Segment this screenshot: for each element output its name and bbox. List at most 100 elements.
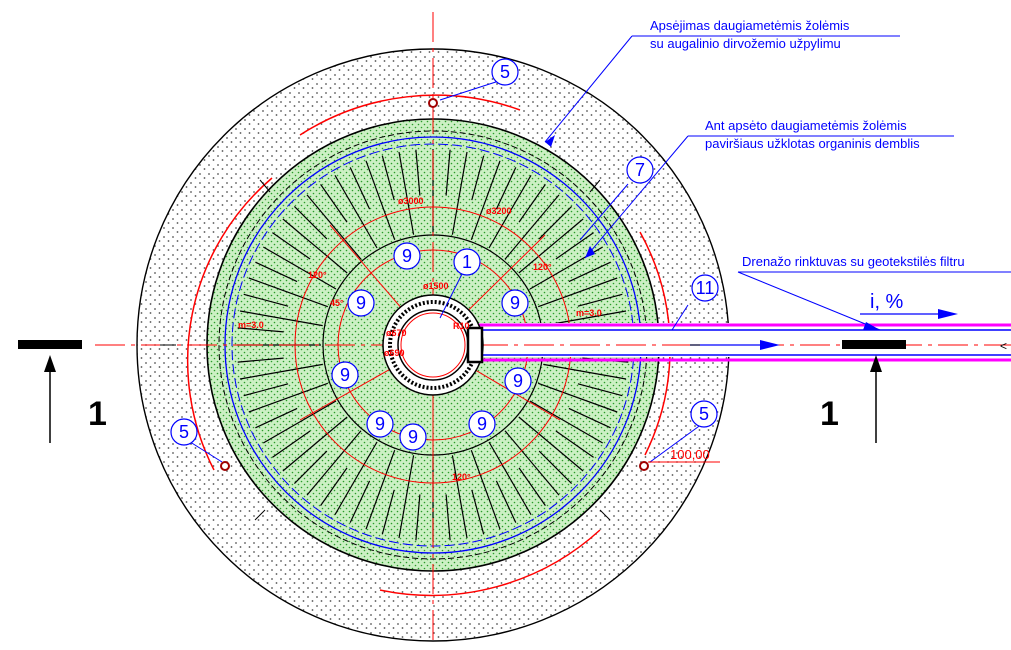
- hatch-line: [293, 450, 328, 485]
- hatch-line: [495, 480, 517, 523]
- hatch-line: [543, 363, 627, 380]
- dim-670: ø670: [386, 328, 407, 338]
- hatch-line: [577, 383, 623, 397]
- hatch-line: [555, 232, 594, 260]
- bubble-9-b: 9: [347, 289, 375, 317]
- hatch-line: [237, 357, 284, 363]
- hatch-line: [239, 363, 323, 380]
- well-outlet: [466, 326, 484, 364]
- svg-text:9: 9: [513, 371, 523, 391]
- pipe-arrowhead-1: [760, 340, 780, 350]
- hatch-line: [262, 246, 337, 290]
- drain-pipe: [478, 323, 1011, 357]
- hatch-line: [398, 455, 415, 539]
- hatch-line: [255, 407, 298, 429]
- svg-text:1: 1: [462, 252, 472, 272]
- elevation-label: 100,00: [670, 447, 710, 462]
- slope-m-right: m=3.0: [576, 308, 602, 318]
- svg-text:5: 5: [500, 62, 510, 82]
- angle-120-left: 120°: [308, 270, 327, 280]
- hatch-line: [237, 327, 284, 333]
- marker-top: [428, 98, 438, 108]
- dim-1500: ø1500: [423, 281, 449, 291]
- callout-seeding-line1: Apsėjimas daugiametėmis žolėmis: [650, 18, 850, 33]
- bubble-5-left: 5: [170, 418, 198, 446]
- dim-690: ø690: [384, 348, 405, 358]
- svg-text:9: 9: [402, 246, 412, 266]
- hatch-line: [255, 261, 298, 283]
- bubble-11: 11: [691, 274, 719, 302]
- hatch-line: [471, 155, 485, 201]
- hatch-line: [538, 205, 573, 240]
- hatch-line: [243, 383, 289, 397]
- hatch-line: [272, 430, 311, 458]
- hatch-line: [248, 382, 329, 413]
- angle-120-bottom: 120°: [452, 472, 471, 482]
- hatch-line: [398, 151, 415, 235]
- hatch-line: [518, 184, 546, 223]
- hatch-line: [495, 167, 517, 210]
- bubble-5-top: 5: [491, 58, 519, 86]
- bubble-9-a: 9: [393, 242, 421, 270]
- marker-right: [639, 461, 649, 471]
- svg-text:5: 5: [699, 404, 709, 424]
- hatch-line: [306, 430, 362, 496]
- hatch-line: [243, 293, 289, 307]
- red-arc-top: [299, 94, 521, 136]
- hatch-line: [488, 441, 532, 516]
- hatch-line: [488, 174, 532, 249]
- leader-arrow-2: [585, 246, 595, 258]
- hatch-line: [451, 151, 468, 235]
- hatch-line: [568, 407, 611, 429]
- bubble-9-c: 9: [501, 289, 529, 317]
- hatch-line: [365, 449, 396, 530]
- red-arc-left: [186, 177, 273, 471]
- section-label-right: 1: [820, 395, 839, 433]
- bubble-9-g: 9: [399, 423, 427, 451]
- bubble-9-f: 9: [366, 410, 394, 438]
- slope-label: i, %: [870, 291, 904, 313]
- angle-120-right: 120°: [533, 262, 552, 272]
- svg-text:9: 9: [356, 293, 366, 313]
- hatch-line: [470, 160, 501, 241]
- hatch-line: [334, 174, 378, 249]
- svg-text:9: 9: [510, 293, 520, 313]
- hatch-line: [504, 194, 560, 260]
- bubble-9-e: 9: [504, 367, 532, 395]
- svg-text:9: 9: [408, 427, 418, 447]
- section-marker-right: [842, 340, 906, 443]
- hatch-line: [334, 441, 378, 516]
- hatch-line: [451, 455, 468, 539]
- hatch-line: [529, 400, 604, 444]
- bubble-1: 1: [453, 248, 481, 276]
- slope-arrowhead: [938, 309, 958, 319]
- hatch-line: [518, 416, 584, 472]
- marker-left: [220, 461, 230, 471]
- svg-text:9: 9: [477, 414, 487, 434]
- bubble-9-h: 9: [468, 410, 496, 438]
- hatch-line: [555, 430, 594, 458]
- dim-3000: ø3000: [398, 196, 424, 206]
- hatch-line: [518, 218, 584, 274]
- hatch-line: [349, 167, 371, 210]
- callout-mulch-line1: Ant apsėto daugiametėmis žolėmis: [705, 118, 907, 133]
- hatch-line: [471, 489, 485, 535]
- hatch-line: [504, 430, 560, 496]
- leader-arrow-3: [863, 322, 880, 330]
- pipe-end-mark: <: [1000, 339, 1007, 353]
- callout-mulch-line2: paviršiaus užklotas organinis demblis: [705, 136, 920, 151]
- hatch-line: [445, 494, 451, 541]
- hatch-line: [577, 293, 623, 307]
- angle-45: 45°: [330, 298, 344, 308]
- hatch-line: [568, 261, 611, 283]
- hatch-line: [262, 400, 337, 444]
- hatch-line: [248, 277, 329, 308]
- hatch-line: [282, 218, 348, 274]
- hatch-line: [445, 149, 451, 196]
- hatch-line: [349, 480, 371, 523]
- leader-lines: [186, 35, 1011, 463]
- hatch-line: [415, 149, 421, 196]
- svg-text:5: 5: [179, 422, 189, 442]
- hatch-line: [537, 382, 618, 413]
